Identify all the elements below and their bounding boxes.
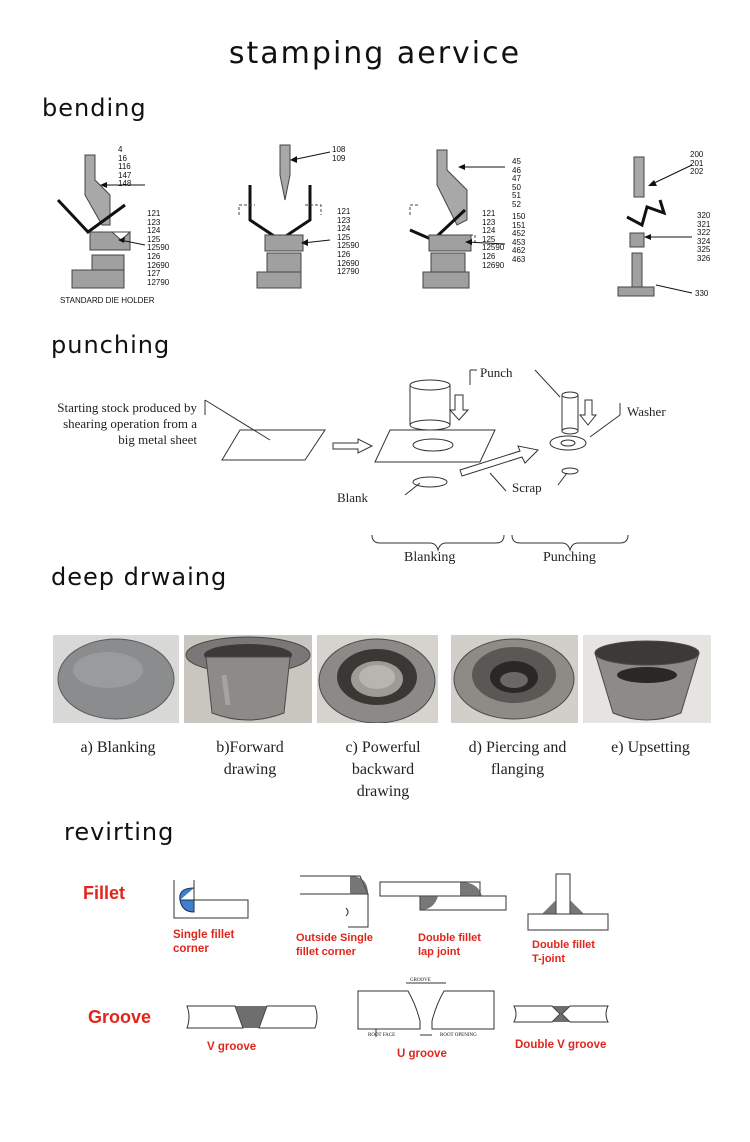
punch-label: Punch <box>480 365 513 380</box>
double-fillet-t-joint-diagram <box>527 873 609 931</box>
u-groove-diagram <box>357 982 495 1037</box>
photo-backward-drawing <box>317 635 438 723</box>
bending-4-bottom-codes: 330 <box>695 289 709 298</box>
u-groove-root-face-label: ROOT FACE <box>368 1033 396 1038</box>
v-groove-label: V groove <box>207 1041 257 1053</box>
outside-fillet-corner-diagram <box>300 875 369 928</box>
double-fillet-lap-diagram <box>379 881 507 911</box>
fillet-heading: Fillet <box>83 883 126 903</box>
punching-label: Punching <box>543 550 596 565</box>
bending-diagram-1 <box>56 154 146 289</box>
bending-diagram-3 <box>409 149 506 289</box>
page-title: stamping aervice <box>228 36 522 71</box>
scrap-label: Scrap <box>512 480 542 495</box>
single-fillet-corner-diagram <box>173 880 249 919</box>
photo-forward-drawing <box>184 635 312 723</box>
section-heading-bending: bending <box>42 94 147 122</box>
photo-blanking <box>53 635 179 723</box>
section-heading-deep-drawing: deep drwaing <box>51 563 228 591</box>
punching-diagram <box>204 369 629 552</box>
section-heading-riveting: revirting <box>64 818 175 846</box>
groove-heading: Groove <box>88 1007 152 1027</box>
photo-piercing-flanging <box>451 635 578 723</box>
section-heading-punching: punching <box>51 331 171 359</box>
u-groove-label: U groove <box>397 1048 447 1060</box>
u-groove-root-opening-label: ROOT OPENING <box>440 1033 477 1038</box>
bending-diagram-4 <box>617 156 693 297</box>
die-holder-label: STANDARD DIE HOLDER <box>60 296 155 305</box>
blank-label: Blank <box>337 490 369 505</box>
bending-diagram-2 <box>238 144 331 289</box>
v-groove-diagram <box>186 1005 318 1029</box>
double-v-groove-diagram <box>513 1005 609 1023</box>
step-caption-e: e) Upsetting <box>611 739 690 756</box>
double-v-groove-label: Double V groove <box>515 1039 607 1051</box>
washer-label: Washer <box>627 404 666 419</box>
step-caption-a: a) Blanking <box>80 739 156 756</box>
blanking-label: Blanking <box>404 550 456 565</box>
photo-upsetting <box>583 635 711 723</box>
u-groove-groove-label: GROOVE <box>410 978 431 983</box>
